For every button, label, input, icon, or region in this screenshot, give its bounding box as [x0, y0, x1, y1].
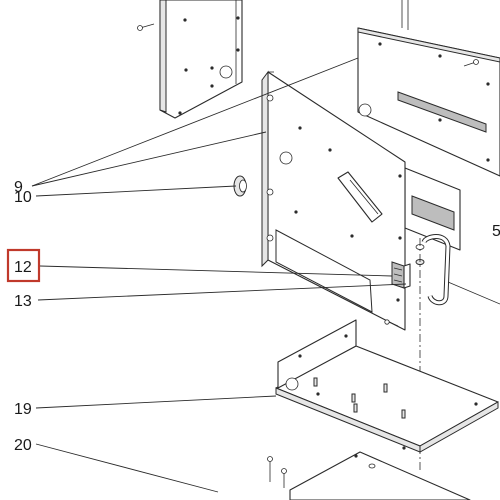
base-plate — [275, 319, 499, 453]
leader-19 — [35, 395, 277, 409]
handle-bar — [421, 234, 500, 306]
callout-13: 13 — [14, 293, 32, 310]
screws-bottom — [267, 456, 287, 488]
screw-top-right — [463, 59, 479, 67]
rear-panel-left — [159, 0, 243, 119]
callout-12: 12 — [14, 259, 32, 276]
callout-labels: 9 10 12 13 19 20 — [6, 179, 41, 454]
partial-edge-label: 5 — [492, 223, 500, 240]
callout-10: 10 — [14, 189, 32, 206]
leader-12 — [39, 265, 393, 277]
connector-block — [391, 261, 411, 289]
screw-lower-center — [384, 319, 399, 327]
screw-top-left — [137, 23, 155, 31]
leader-9a — [31, 57, 359, 187]
leader-20 — [35, 443, 219, 493]
callout-19: 19 — [14, 401, 32, 418]
leader-lines — [31, 57, 407, 493]
bottom-frame — [289, 451, 471, 500]
grommet — [233, 175, 247, 197]
side-panel-right — [357, 27, 500, 177]
leader-13 — [37, 283, 407, 301]
bracket-top-edge — [401, 0, 409, 30]
callout-20: 20 — [14, 437, 32, 454]
side-frame-right: 5 — [404, 167, 500, 251]
callout-9: 9 — [14, 179, 23, 196]
highlight-box-12 — [6, 248, 41, 283]
main-panel — [261, 70, 406, 331]
leader-10 — [35, 185, 237, 197]
leader-9b — [31, 131, 267, 187]
